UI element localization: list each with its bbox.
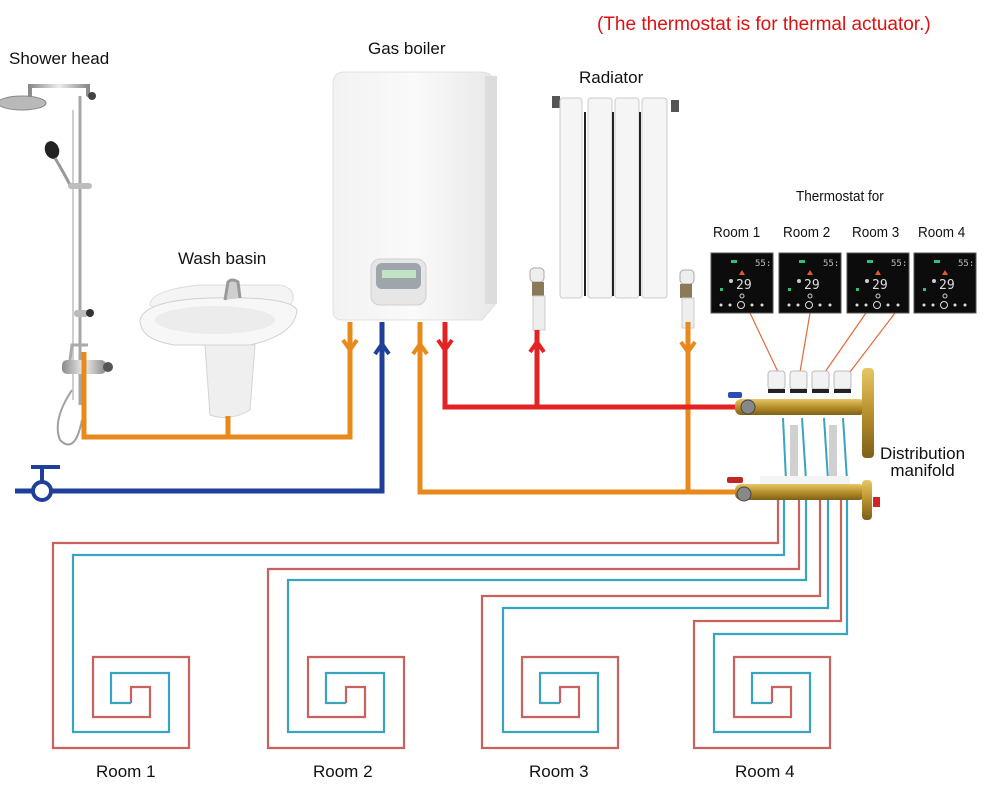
thermostat-room-label: Room 1 <box>713 224 761 241</box>
floor-supply-pipe <box>480 500 822 750</box>
floor-return-pipe <box>71 500 786 734</box>
heating-supply-pipe <box>442 322 735 410</box>
room-loop <box>480 500 830 750</box>
arrow-down-icon <box>341 338 359 354</box>
floor-supply-pipe <box>692 500 843 750</box>
thermostat-temperature: 29 <box>736 278 752 293</box>
thermostat-time: 55: <box>958 259 974 269</box>
room-label: Room 1 <box>96 762 156 781</box>
supply-valve-handle-icon <box>728 392 742 398</box>
thermostat-time: 55: <box>891 259 907 269</box>
radiator-valve-right-icon <box>679 269 695 329</box>
thermostat-time: 55: <box>823 259 839 269</box>
underfloor-loops <box>51 500 849 750</box>
manifold-label-line1: Distribution <box>880 444 966 463</box>
floor-supply-pipe <box>51 500 780 750</box>
room-label: Room 3 <box>529 762 589 781</box>
thermostat-temperature: 29 <box>804 278 820 293</box>
distribution-manifold-label: Distribution manifold <box>880 445 965 479</box>
gas-boiler-label: Gas boiler <box>368 39 446 58</box>
thermostat-time: 55: <box>755 259 771 269</box>
floor-supply-pipe <box>266 500 801 750</box>
power-button-icon[interactable] <box>940 301 948 309</box>
shower-icon <box>0 84 113 446</box>
cold-water-valve-icon <box>31 480 53 502</box>
floor-return-pipe <box>286 500 808 734</box>
domestic-hot-water-pipe <box>81 322 353 440</box>
return-valve-handle-icon <box>727 477 743 483</box>
wash-basin-label: Wash basin <box>178 249 267 268</box>
flame-icon <box>739 270 745 275</box>
thermostat-panel: 55:29 <box>846 252 910 314</box>
room-loop <box>266 500 808 750</box>
cold-water-pipe <box>15 322 385 502</box>
thermostat-temperature: 29 <box>939 278 955 293</box>
thermostat-room-label: Room 4 <box>918 224 966 241</box>
thermostat-note: (The thermostat is for thermal actuator.… <box>597 14 931 35</box>
flow-arrows <box>341 338 697 356</box>
thermostat-room-label: Room 2 <box>783 224 831 241</box>
thermostat-for-label: Thermostat for <box>796 188 884 205</box>
flame-icon <box>875 270 881 275</box>
thermostat-panel: 55:29 <box>710 252 774 314</box>
air-vent-icon <box>862 368 874 458</box>
room-loop <box>51 500 786 750</box>
floor-return-pipe <box>712 500 849 734</box>
arrow-up-icon <box>411 340 429 356</box>
shower-head-label: Shower head <box>9 49 110 68</box>
thermostat-panel: 55:29 <box>778 252 842 314</box>
arrow-up-icon <box>528 338 546 354</box>
flame-icon <box>942 270 948 275</box>
power-button-icon[interactable] <box>873 301 881 309</box>
room-loop <box>692 500 849 750</box>
power-button-icon[interactable] <box>805 301 813 309</box>
room-label: Room 2 <box>313 762 373 781</box>
arrow-down-icon <box>679 340 697 356</box>
thermostat-temperature: 29 <box>872 278 888 293</box>
manifold-label-line2: manifold <box>890 461 955 480</box>
thermostat-wires <box>749 312 896 373</box>
thermostat-room-label: Room 3 <box>852 224 900 241</box>
radiator-icon <box>529 96 695 331</box>
gas-boiler-icon <box>332 71 497 321</box>
wash-basin-icon <box>139 278 298 419</box>
thermostat-panel: 55:29 <box>913 252 977 314</box>
power-button-icon[interactable] <box>737 301 745 309</box>
radiator-valve-left-icon <box>529 267 546 331</box>
flame-icon <box>807 270 813 275</box>
distribution-manifold-icon <box>727 368 880 520</box>
room-label: Room 4 <box>735 762 795 781</box>
arrow-up-icon <box>373 340 391 356</box>
floor-return-pipe <box>501 500 830 734</box>
arrow-down-icon <box>436 338 454 354</box>
radiator-label: Radiator <box>579 68 644 87</box>
